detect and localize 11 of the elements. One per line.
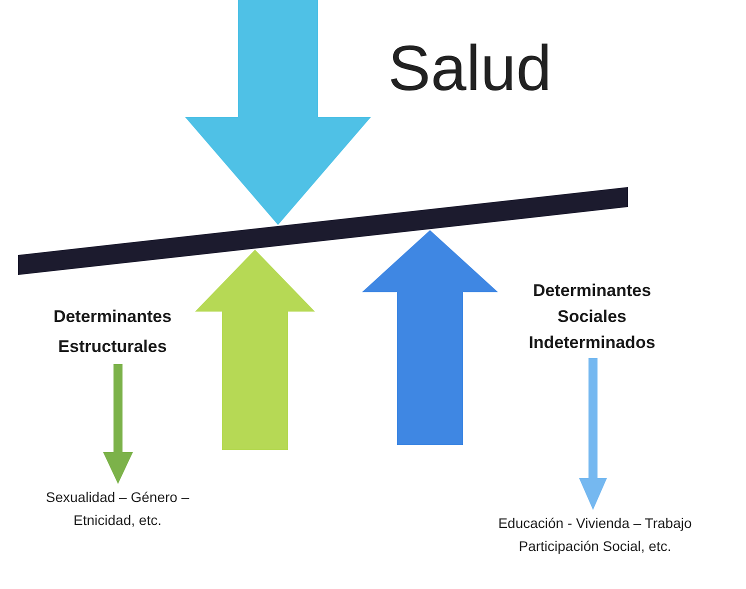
node-label: Determinantes Estructurales [52,306,173,358]
balance-bar [18,186,628,276]
title: Salud [388,31,552,106]
node-label: Sexualidad – Género – Etnicidad, etc. [44,488,190,530]
arrow [103,364,133,484]
node-label: Determinantes Sociales Indeterminados [528,280,656,354]
block-arrow [185,0,371,225]
arrow [579,358,607,510]
node-label: Educación - Vivienda – Trabajo Participación Social, etc. [497,514,693,556]
block-arrow [362,230,498,445]
block-arrow [195,250,315,450]
